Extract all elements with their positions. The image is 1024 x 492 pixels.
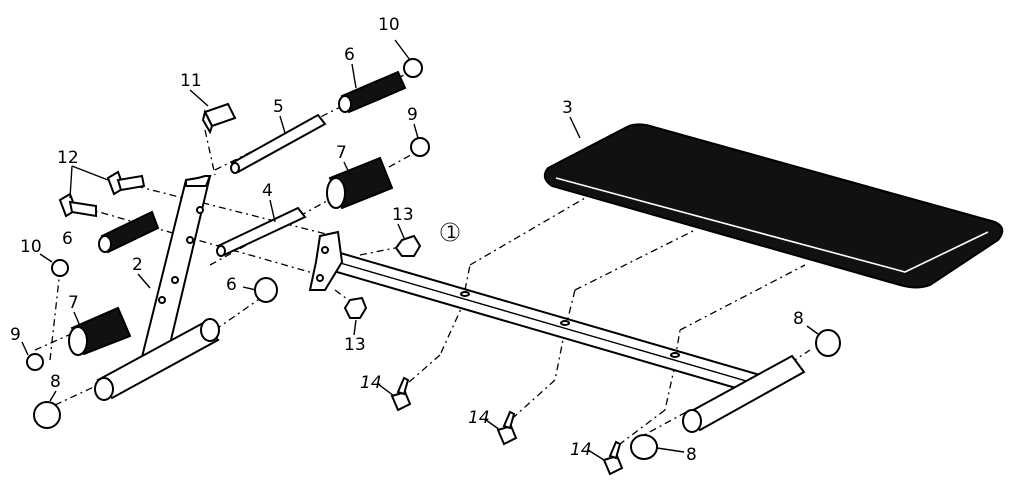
callout-13a: 13	[392, 205, 414, 225]
main-frame	[308, 230, 806, 433]
callout-10b: 10	[20, 237, 42, 257]
callout-8b: 8	[793, 309, 804, 329]
carriage-bolts	[390, 376, 624, 476]
nuts	[343, 234, 422, 319]
callout-5: 5	[273, 97, 284, 117]
callout-1: 1	[446, 223, 457, 243]
callout-7b: 7	[68, 293, 79, 313]
callout-9b: 9	[10, 325, 21, 345]
callout-11: 11	[180, 71, 202, 91]
callout-14c: 14	[570, 440, 592, 460]
callout-1-circle	[440, 222, 460, 242]
callout-13b: 13	[344, 335, 366, 355]
callout-2: 2	[132, 255, 143, 275]
callouts: 1 2 3 4 5 6 6 6 7 7 8 8 8 9 9 10 10 11 1…	[10, 15, 804, 465]
callout-7a: 7	[336, 143, 347, 163]
callout-12: 12	[57, 148, 79, 168]
seat-pad	[543, 123, 1004, 289]
callout-9a: 9	[407, 105, 418, 125]
callout-8a: 8	[50, 372, 61, 392]
callout-6a: 6	[344, 45, 355, 65]
callout-4: 4	[262, 181, 273, 201]
callout-10a: 10	[378, 15, 400, 35]
callout-14a: 14	[360, 373, 382, 393]
upright-leg	[94, 174, 220, 401]
rods	[216, 113, 327, 257]
callout-6b: 6	[62, 229, 73, 249]
callout-8c: 8	[686, 445, 697, 465]
leader-lines	[21, 39, 819, 461]
callout-6c: 6	[226, 275, 237, 295]
foam-rollers-small	[98, 70, 407, 254]
foam-rollers-large	[68, 156, 394, 356]
end-caps	[26, 58, 841, 460]
bolts	[58, 170, 146, 218]
top-cap	[201, 102, 237, 135]
callout-3: 3	[562, 98, 573, 118]
assembly-lines	[34, 71, 811, 451]
callout-14b: 14	[468, 408, 490, 428]
